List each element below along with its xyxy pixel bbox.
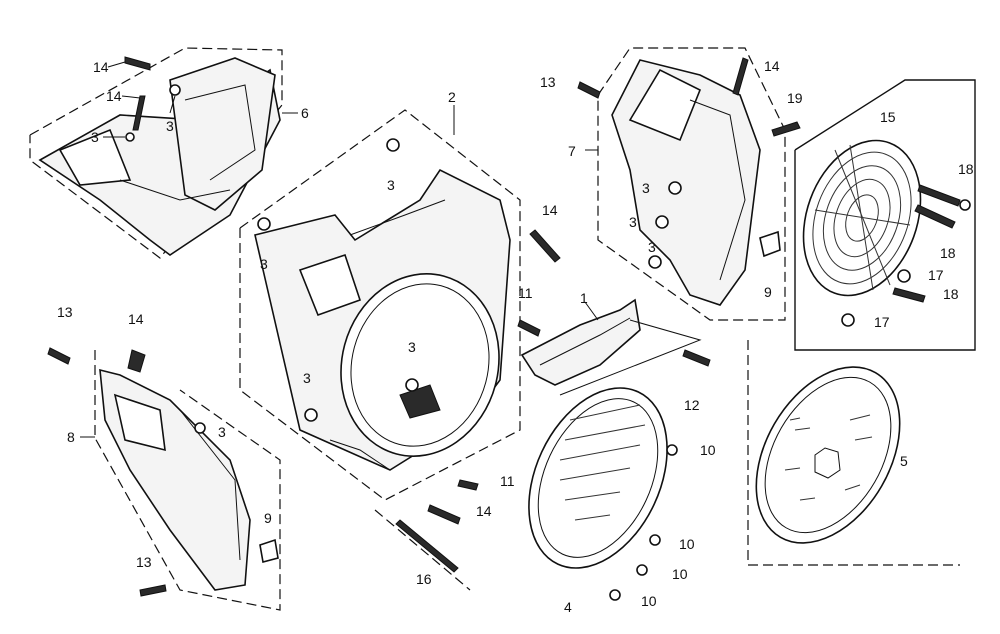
callout-14: 14: [106, 88, 122, 104]
callout-3: 3: [387, 177, 395, 193]
callout-10: 10: [672, 566, 688, 582]
callout-10: 10: [700, 442, 716, 458]
callout-13: 13: [136, 554, 152, 570]
callout-9: 9: [764, 284, 772, 300]
callout-14: 14: [93, 59, 109, 75]
callout-12: 12: [684, 397, 700, 413]
callout-6: 6: [301, 105, 309, 121]
callout-3: 3: [218, 424, 226, 440]
callout-14: 14: [476, 503, 492, 519]
callout-14: 14: [128, 311, 144, 327]
callout-3: 3: [303, 370, 311, 386]
callout-10: 10: [679, 536, 695, 552]
callout-17: 17: [874, 314, 890, 330]
callout-18: 18: [940, 245, 956, 261]
callout-labels: 14 14 3 3 6 2 3 3 14 13 14 7 19 3 3 3 9 …: [57, 58, 974, 615]
callout-18: 18: [958, 161, 974, 177]
callout-3: 3: [260, 256, 268, 272]
callout-10: 10: [641, 593, 657, 609]
part-group-5: [747, 340, 960, 566]
callout-13: 13: [540, 74, 556, 90]
part-group-8: [47, 347, 281, 611]
callout-3: 3: [166, 118, 174, 134]
part-group-2: [239, 105, 521, 501]
callout-3: 3: [408, 339, 416, 355]
part-group-4: [528, 387, 678, 601]
callout-11: 11: [518, 285, 533, 301]
callout-7: 7: [568, 143, 576, 159]
callout-4: 4: [564, 599, 572, 615]
part-group-7: [577, 47, 801, 321]
callout-13: 13: [57, 304, 73, 320]
callout-1: 1: [580, 290, 588, 306]
callout-16: 16: [416, 571, 432, 587]
callout-3: 3: [91, 129, 99, 145]
part-group-1: [520, 298, 711, 396]
part-group-6: [29, 47, 298, 259]
callout-3: 3: [648, 239, 656, 255]
callout-3: 3: [642, 180, 650, 196]
hardware-group: [374, 229, 561, 591]
callout-15: 15: [880, 109, 896, 125]
callout-8: 8: [67, 429, 75, 445]
callout-5: 5: [900, 453, 908, 469]
callout-2: 2: [448, 89, 456, 105]
callout-14: 14: [542, 202, 558, 218]
callout-18: 18: [943, 286, 959, 302]
callout-9: 9: [264, 510, 272, 526]
callout-14: 14: [764, 58, 780, 74]
callout-17: 17: [928, 267, 944, 283]
callout-3: 3: [629, 214, 637, 230]
callout-19: 19: [787, 90, 803, 106]
callout-11: 11: [500, 473, 515, 489]
part-group-15: [794, 79, 976, 351]
